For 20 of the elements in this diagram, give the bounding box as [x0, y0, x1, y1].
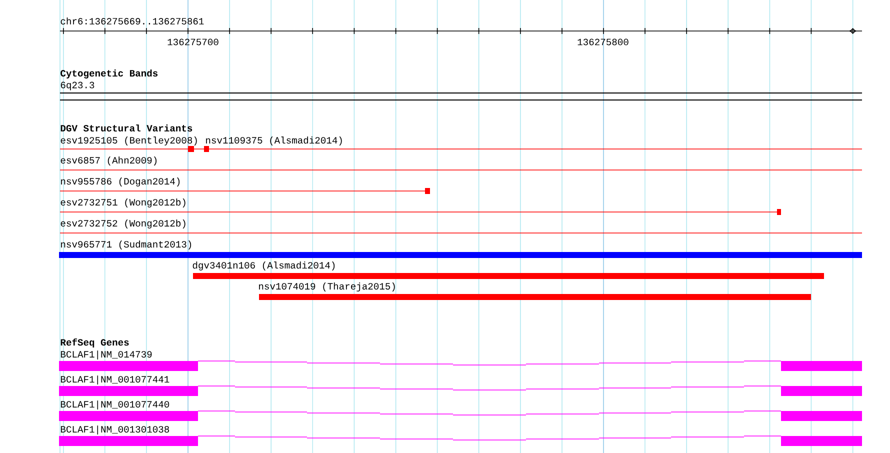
feature-label: nsv965771 (Sudmant2013)	[61, 240, 192, 250]
feature-label: esv6857 (Ahn2009)	[60, 156, 156, 166]
feature-label: BCLAF1|NM_001077441	[60, 376, 170, 384]
tick-label: 136275800	[578, 38, 628, 46]
track-title: Cytogenetic Bands	[60, 70, 158, 78]
feature-label: esv2732751 (Wong2012b)	[60, 198, 186, 208]
track-title: RefSeq Genes	[60, 338, 129, 348]
feature-label: BCLAF1|NM_001301038	[60, 426, 170, 434]
tick-label: 136275700	[168, 38, 218, 46]
coordinate-label: chr6:136275669..136275861	[60, 17, 204, 25]
feature-label: dgv3401n106 (Alsmadi2014)	[192, 262, 335, 270]
feature-label: nsv1074019 (Thareja2015)	[259, 282, 395, 292]
feature-label: esv1925105 (Bentley2008)	[60, 136, 197, 146]
feature-label: BCLAF1|NM_014739	[60, 350, 152, 360]
band-label: 6q23.3	[60, 82, 94, 90]
feature-label: BCLAF1|NM_001077440	[60, 400, 170, 410]
feature-label: esv2732752 (Wong2012b)	[60, 220, 186, 228]
feature-label: nsv1109375 (Alsmadi2014)	[206, 136, 342, 146]
track-title: DGV Structural Variants	[60, 124, 192, 132]
feature-label: nsv955786 (Dogan2014)	[61, 178, 180, 186]
